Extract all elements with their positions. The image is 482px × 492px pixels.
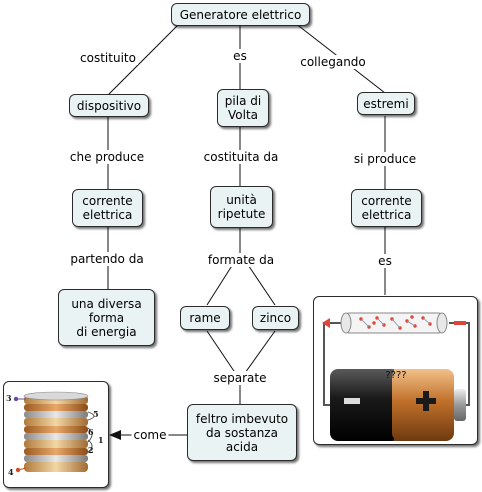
arrowhead-icon [109,430,121,440]
stacked-disks-icon [23,391,89,472]
pile-number-3: 3 [6,393,12,403]
node-una-diversa-forma-di-energia[interactable]: una diversa forma di energia [58,289,155,346]
link-label-separate: separate [211,371,269,385]
battery-circuit-image: ???? [313,296,478,445]
node-corrente-elettrica-1[interactable]: corrente elettrica [72,189,143,227]
link-label-formate-da: formate da [205,253,277,267]
link-label-che-produce: che produce [67,150,147,164]
battery-icon [330,369,466,441]
link-label-es-1: es [231,49,249,63]
pile-number-1: 1 [98,435,104,445]
node-rame[interactable]: rame [180,306,230,330]
node-dispositivo[interactable]: dispositivo [69,94,149,117]
node-feltro-imbevuto[interactable]: feltro imbevuto da sostanza acida [187,404,297,461]
volta-pile-image: 3 5 6 1 2 4 [3,381,109,488]
node-zinco[interactable]: zinco [252,306,299,330]
node-pila-di-volta[interactable]: pila di Volta [217,89,269,127]
node-unita-ripetute[interactable]: unità ripetute [210,186,273,228]
link-label-come: come [131,428,169,442]
node-generatore-elettrico[interactable]: Generatore elettrico [171,3,310,26]
link-label-collegando: collegando [298,55,368,69]
pile-number-2: 2 [88,445,94,455]
link-label-partendo-da: partendo da [68,252,146,266]
link-label-es-2: es [376,254,394,268]
link-label-si-produce: si produce [351,152,419,166]
link-label-costituito: costituito [78,51,138,65]
pile-number-6: 6 [88,427,94,437]
battery-question-text: ???? [385,370,406,381]
node-estremi[interactable]: estremi [357,92,415,115]
node-corrente-elettrica-2[interactable]: corrente elettrica [351,189,422,227]
pile-number-4: 4 [8,467,14,477]
link-label-costituita-da: costituita da [201,150,281,164]
pile-number-5: 5 [93,409,99,419]
